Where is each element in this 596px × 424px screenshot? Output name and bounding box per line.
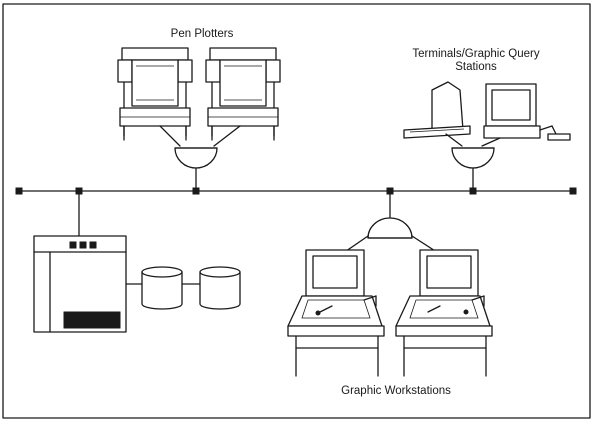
pen-plotter-right xyxy=(205,47,281,141)
bus-node xyxy=(469,187,477,195)
bus-node xyxy=(386,187,394,195)
network-bus xyxy=(15,187,577,195)
pen-plotters-label: Pen Plotters xyxy=(170,28,234,40)
disk-drive-2 xyxy=(181,266,241,310)
bus-node xyxy=(569,187,577,195)
diagram-border xyxy=(2,3,591,419)
graphic-station xyxy=(483,83,571,141)
graphic-workstations-label: Graphic Workstations xyxy=(341,385,451,397)
bus-node xyxy=(15,187,23,195)
workstation-hub xyxy=(335,193,447,259)
host-computer xyxy=(33,193,127,333)
plotter-hub xyxy=(159,125,241,189)
bus-node xyxy=(192,187,200,195)
query-terminal xyxy=(403,81,471,139)
graphic-workstation-left xyxy=(287,249,385,377)
terminals-label-line2: Stations xyxy=(455,61,497,73)
graphic-workstation-right xyxy=(395,249,493,377)
pen-plotter-left xyxy=(117,47,193,141)
terminals-label-line1: Terminals/Graphic Query xyxy=(412,48,540,60)
terminal-hub xyxy=(445,133,501,189)
disk-drive-1 xyxy=(125,266,183,310)
bus-node xyxy=(75,187,83,195)
